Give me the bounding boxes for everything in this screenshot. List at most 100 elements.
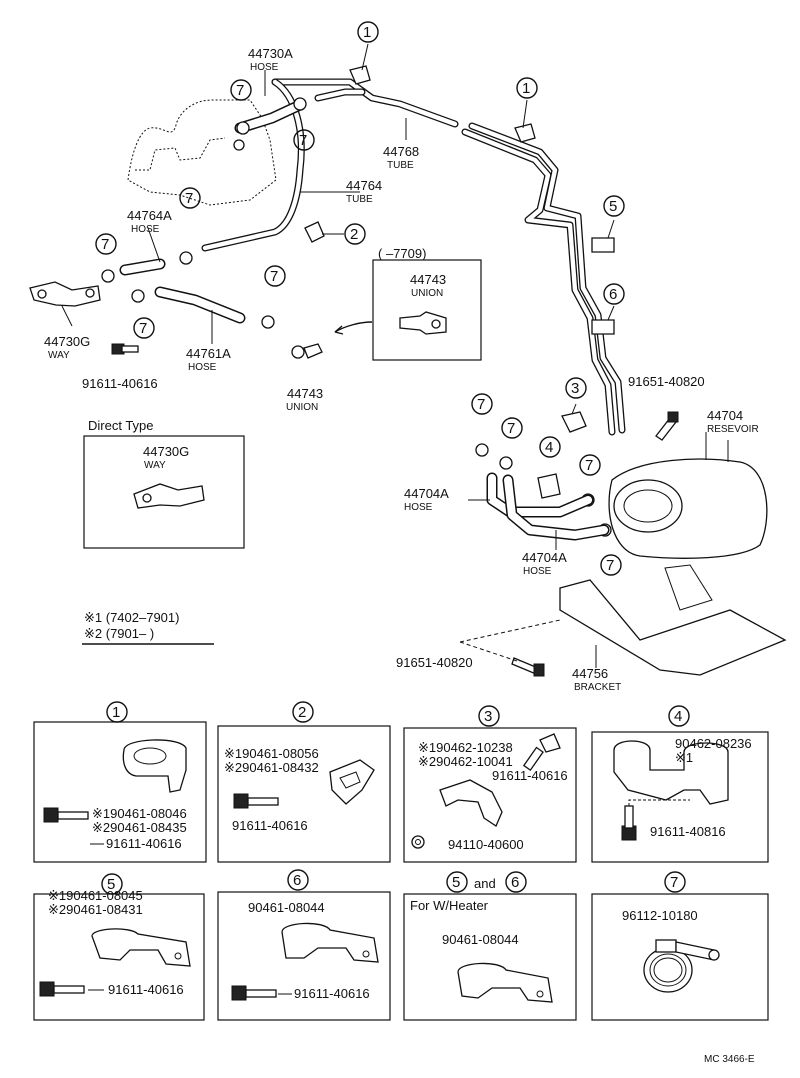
leader-bolt-bracket-2 <box>459 641 521 663</box>
detail-box-2-line-1: ※190461-08056 <box>224 746 319 761</box>
callout-7-h: 7 <box>501 417 523 439</box>
callout-7-g: 7 <box>471 393 493 415</box>
detail-box-5-line-3: 91611-40616 <box>108 982 184 997</box>
label-44764a: 44764A <box>127 208 172 223</box>
tube-44764 <box>201 78 305 252</box>
detail-box-4: 4 90462-08236 ※1 91611-40816 <box>591 705 769 863</box>
svg-text:7: 7 <box>606 557 614 574</box>
detail-box-6: 6 90461-08044 91611-40616 <box>217 869 391 1021</box>
svg-text:7: 7 <box>185 190 193 207</box>
label-44730a: 44730A <box>248 46 293 61</box>
leader-lines <box>61 43 729 668</box>
bracket-44756 <box>559 564 787 676</box>
svg-text:5: 5 <box>609 198 617 215</box>
svg-text:7: 7 <box>299 132 307 149</box>
detail-box-5-number: 5 <box>107 876 115 893</box>
callout-circles-main: 1 1 7 7 7 7 7 7 2 5 6 3 7 7 4 7 7 <box>95 21 625 576</box>
label-44743: 44743 <box>287 386 323 401</box>
detail-box-3-number: 3 <box>484 708 492 725</box>
direct-way-caption: WAY <box>144 460 166 471</box>
brackets-small <box>304 65 615 499</box>
note-1: ※1 (7402–7901) <box>84 610 179 625</box>
detail-box-2: 2 ※190461-08056 ※290461-08432 91611-4061… <box>217 701 391 863</box>
inset-union-part-number: 44743 <box>410 272 446 287</box>
callout-7-e: 7 <box>133 317 155 339</box>
svg-text:7: 7 <box>477 396 485 413</box>
inset-date-range: ( –7709) <box>378 246 426 261</box>
detail-box-3-line-1: ※190462-10238 <box>418 740 513 755</box>
detail-box-5-and-6: 5 and 6 For W/Heater 90461-08044 <box>403 871 577 1021</box>
union-44743 <box>291 343 323 359</box>
detail-box-6-line-1: 90461-08044 <box>248 900 325 915</box>
callout-5: 5 <box>603 195 625 217</box>
callout-7-b: 7 <box>293 129 315 151</box>
caption-44768-tube: TUBE <box>387 160 414 171</box>
detail-box-1-number: 1 <box>112 704 120 721</box>
caption-44764-tube: TUBE <box>346 194 373 205</box>
label-91611-40616: 91611-40616 <box>82 376 158 391</box>
caption-44743-union: UNION <box>286 402 318 413</box>
label-91651-40820-bottom: 91651-40820 <box>396 655 473 670</box>
detail-box-1: 1 ※190461-08046 ※290461-08435 91611-4061… <box>33 701 207 863</box>
detail-box-56-title: For W/Heater <box>410 898 489 913</box>
caption-44764a-hose: HOSE <box>131 224 160 235</box>
callout-3: 3 <box>565 377 587 399</box>
label-91651-40820-top: 91651-40820 <box>628 374 705 389</box>
caption-44756-bracket: BRACKET <box>574 682 621 693</box>
detail-box-4-line-2: ※1 <box>675 750 693 765</box>
detail-box-5: 5 ※190461-08045 ※290461-08431 91611-4061… <box>33 873 205 1021</box>
caption-44704-resevoir: RESEVOIR <box>707 424 759 435</box>
label-44768: 44768 <box>383 144 419 159</box>
svg-text:7: 7 <box>507 420 515 437</box>
svg-text:7: 7 <box>101 236 109 253</box>
detail-box-6-number: 6 <box>293 872 301 889</box>
caption-44704a-2-hose: HOSE <box>523 566 552 577</box>
way-joint-44730g <box>29 281 101 307</box>
detail-box-4-line-3: 91611-40816 <box>650 824 726 839</box>
label-44704a-1: 44704A <box>404 486 449 501</box>
label-44764: 44764 <box>346 178 382 193</box>
svg-text:1: 1 <box>522 80 530 97</box>
callout-2: 2 <box>344 223 366 245</box>
label-44761a: 44761A <box>186 346 231 361</box>
hoses-44704a <box>486 472 610 541</box>
caption-44761a-hose: HOSE <box>188 362 217 373</box>
caption-44730a-hose: HOSE <box>250 62 279 73</box>
svg-text:2: 2 <box>350 226 358 243</box>
svg-text:4: 4 <box>545 439 553 456</box>
reservoir-44704 <box>608 458 768 559</box>
inset-union-caption: UNION <box>411 288 443 299</box>
label-44704: 44704 <box>707 408 743 423</box>
detail-box-56-and: and <box>474 876 496 891</box>
detail-box-4-number: 4 <box>674 708 682 725</box>
svg-text:1: 1 <box>363 24 371 41</box>
detail-box-1-line-2: ※290461-08435 <box>92 820 187 835</box>
detail-box-2-line-3: 91611-40616 <box>232 818 308 833</box>
callout-7-c: 7 <box>179 187 201 209</box>
detail-box-4-line-1: 90462-08236 <box>675 736 752 751</box>
detail-box-56-number-b: 6 <box>511 874 519 891</box>
inset-arrowhead <box>334 325 344 335</box>
caption-44730g-way: WAY <box>48 350 70 361</box>
detail-box-3-line-4: 94110-40600 <box>448 837 524 852</box>
figure-code: MC 3466-E <box>704 1054 755 1065</box>
detail-box-1-line-3: 91611-40616 <box>106 836 182 851</box>
bolt-91651-40820-top <box>655 411 679 441</box>
svg-text:7: 7 <box>139 320 147 337</box>
detail-box-7: 7 96112-10180 <box>591 871 769 1021</box>
detail-box-7-line-1: 96112-10180 <box>622 908 698 923</box>
label-44730g: 44730G <box>44 334 90 349</box>
bolt-91651-40820-bottom <box>511 657 545 677</box>
detail-box-3: 3 ※190462-10238 ※290462-10041 91611-4061… <box>403 705 577 863</box>
callout-1-right: 1 <box>516 77 538 99</box>
svg-text:7: 7 <box>236 82 244 99</box>
detail-box-3-line-3: 91611-40616 <box>492 768 568 783</box>
direct-type-title: Direct Type <box>88 418 154 433</box>
detail-box-56-number-a: 5 <box>452 874 460 891</box>
svg-text:6: 6 <box>609 286 617 303</box>
detail-box-5-line-1: ※190461-08045 <box>48 888 143 903</box>
svg-text:7: 7 <box>270 268 278 285</box>
hose-44730a <box>234 99 306 134</box>
detail-box-2-number: 2 <box>298 704 306 721</box>
